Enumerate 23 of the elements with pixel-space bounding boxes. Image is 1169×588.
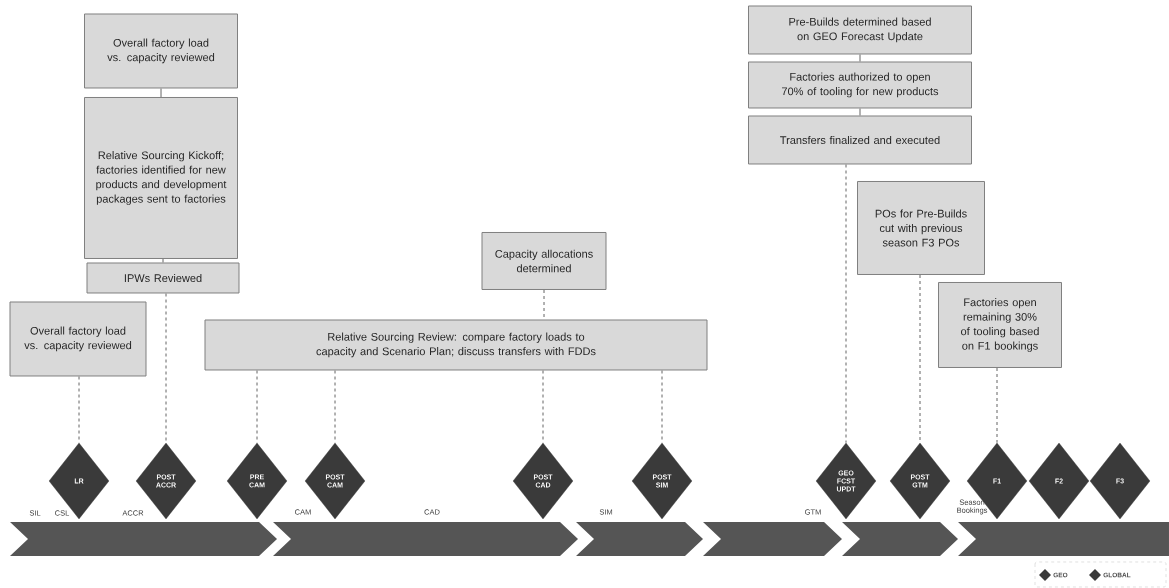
note-box: Factories open remaining 30% of tooling based on F1 bookings [938, 282, 1062, 368]
note-box: Overall factory load vs. capacity reviewed [84, 13, 238, 89]
dashed-connector [919, 274, 921, 444]
note-box: Factories authorized to open 70% of tooling for new products [748, 61, 972, 109]
dashed-connector [334, 369, 336, 444]
connector [859, 53, 861, 63]
dashed-connector [661, 369, 663, 444]
dashed-connector [845, 163, 847, 444]
note-box: POs for Pre-Builds cut with previous season F3 POs [857, 181, 985, 275]
dashed-connector [78, 375, 80, 444]
note-box: Relative Sourcing Kickoff; factories identified for new products and development packages sent to factories [84, 97, 238, 259]
note-box: IPWs Reviewed [86, 262, 240, 294]
connector [162, 258, 164, 264]
connector [859, 107, 861, 117]
dashed-connector [256, 369, 258, 444]
dashed-connector [996, 367, 998, 444]
note-box: Transfers finalized and executed [748, 115, 972, 165]
dashed-connector [542, 369, 544, 444]
note-box: Relative Sourcing Review: compare factory loads to capacity and Scenario Plan; discuss transfers with FDDs [204, 319, 708, 371]
connector [160, 87, 162, 98]
note-box: Overall factory load vs. capacity reviewed [9, 301, 147, 377]
note-box: Pre-Builds determined based on GEO Forecast Update [748, 5, 972, 55]
note-box: Capacity allocations determined [481, 232, 607, 290]
